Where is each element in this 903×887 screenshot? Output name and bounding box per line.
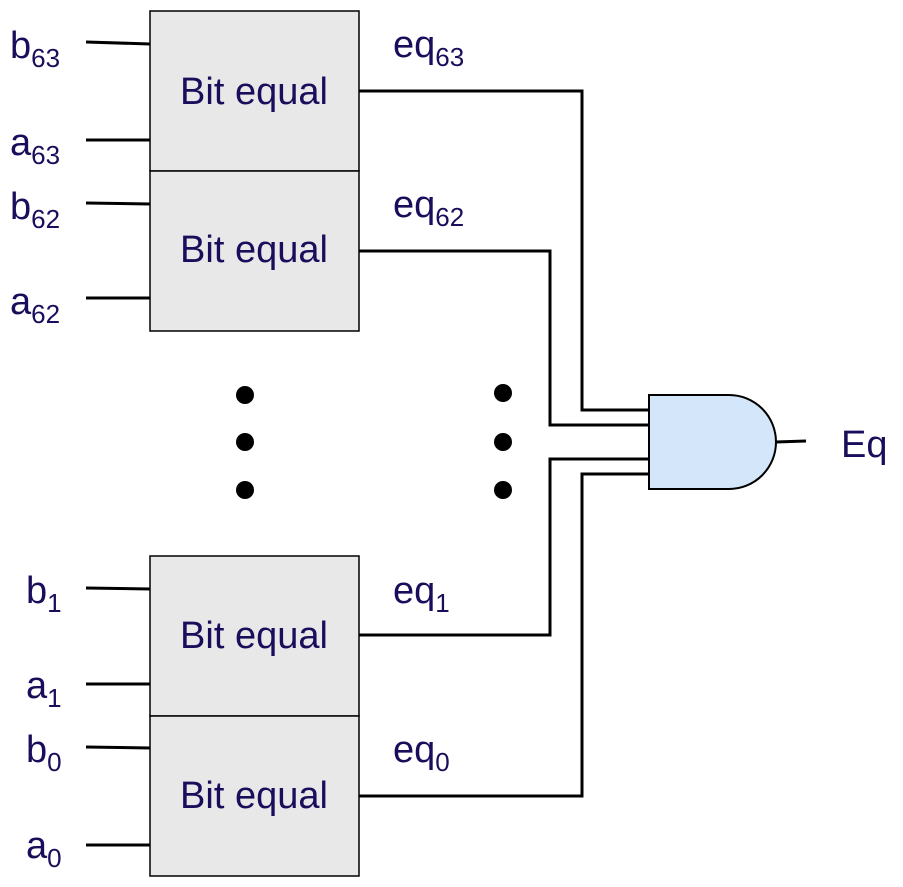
ellipsis-dot — [494, 384, 512, 402]
ellipsis-right — [494, 384, 512, 499]
ellipsis-left — [236, 386, 254, 499]
ellipsis-dot — [236, 433, 254, 451]
bit-equal-label: Bit equal — [180, 71, 328, 113]
input-b-wire — [85, 745, 151, 750]
ellipsis-dot — [236, 481, 254, 499]
output-eq-label: eq1 — [393, 570, 450, 618]
input-b-label: b1 — [26, 570, 62, 618]
input-b-wire — [85, 586, 151, 591]
and-gate: Eq — [648, 394, 887, 490]
and-gate-output-wire — [775, 439, 807, 444]
input-b-wire — [85, 201, 151, 206]
input-b-label: b62 — [10, 186, 60, 234]
output-eq-wire — [359, 89, 650, 412]
output-eq-wire — [359, 472, 650, 798]
ellipsis-dot — [236, 386, 254, 404]
input-b-label: b63 — [10, 25, 60, 73]
output-eq-label: eq63 — [393, 24, 464, 72]
bit-equal-box — [149, 555, 360, 717]
and-gate-body — [648, 394, 777, 490]
output-eq-final-label: Eq — [841, 424, 887, 466]
input-a-label: a62 — [10, 281, 60, 329]
bit-equal-box — [149, 10, 360, 172]
ellipsis-dot — [494, 433, 512, 451]
bit-equal-label: Bit equal — [180, 775, 328, 817]
input-a-label: a0 — [26, 825, 62, 873]
bit-equal-block-0: Bit equal b0 a0 eq0 — [26, 472, 650, 877]
input-a-label: a63 — [10, 122, 60, 170]
bit-equal-block-62: Bit equal b62 a62 eq62 — [10, 170, 650, 427]
input-a-label: a1 — [26, 665, 62, 713]
bit-equal-box — [149, 715, 360, 877]
output-eq-label: eq62 — [393, 184, 464, 232]
output-eq-wire — [359, 457, 650, 637]
input-b-wire — [85, 40, 151, 46]
bit-equal-label: Bit equal — [180, 229, 328, 271]
bit-equal-block-63: Bit equal b63 a63 eq63 — [10, 10, 650, 412]
bit-equal-block-1: Bit equal b1 a1 eq1 — [26, 457, 650, 717]
output-eq-label: eq0 — [393, 729, 450, 777]
output-eq-wire — [359, 249, 650, 427]
ellipsis-dot — [494, 481, 512, 499]
bit-equal-label: Bit equal — [180, 615, 328, 657]
bit-equal-box — [149, 170, 360, 332]
input-b-label: b0 — [26, 729, 62, 777]
